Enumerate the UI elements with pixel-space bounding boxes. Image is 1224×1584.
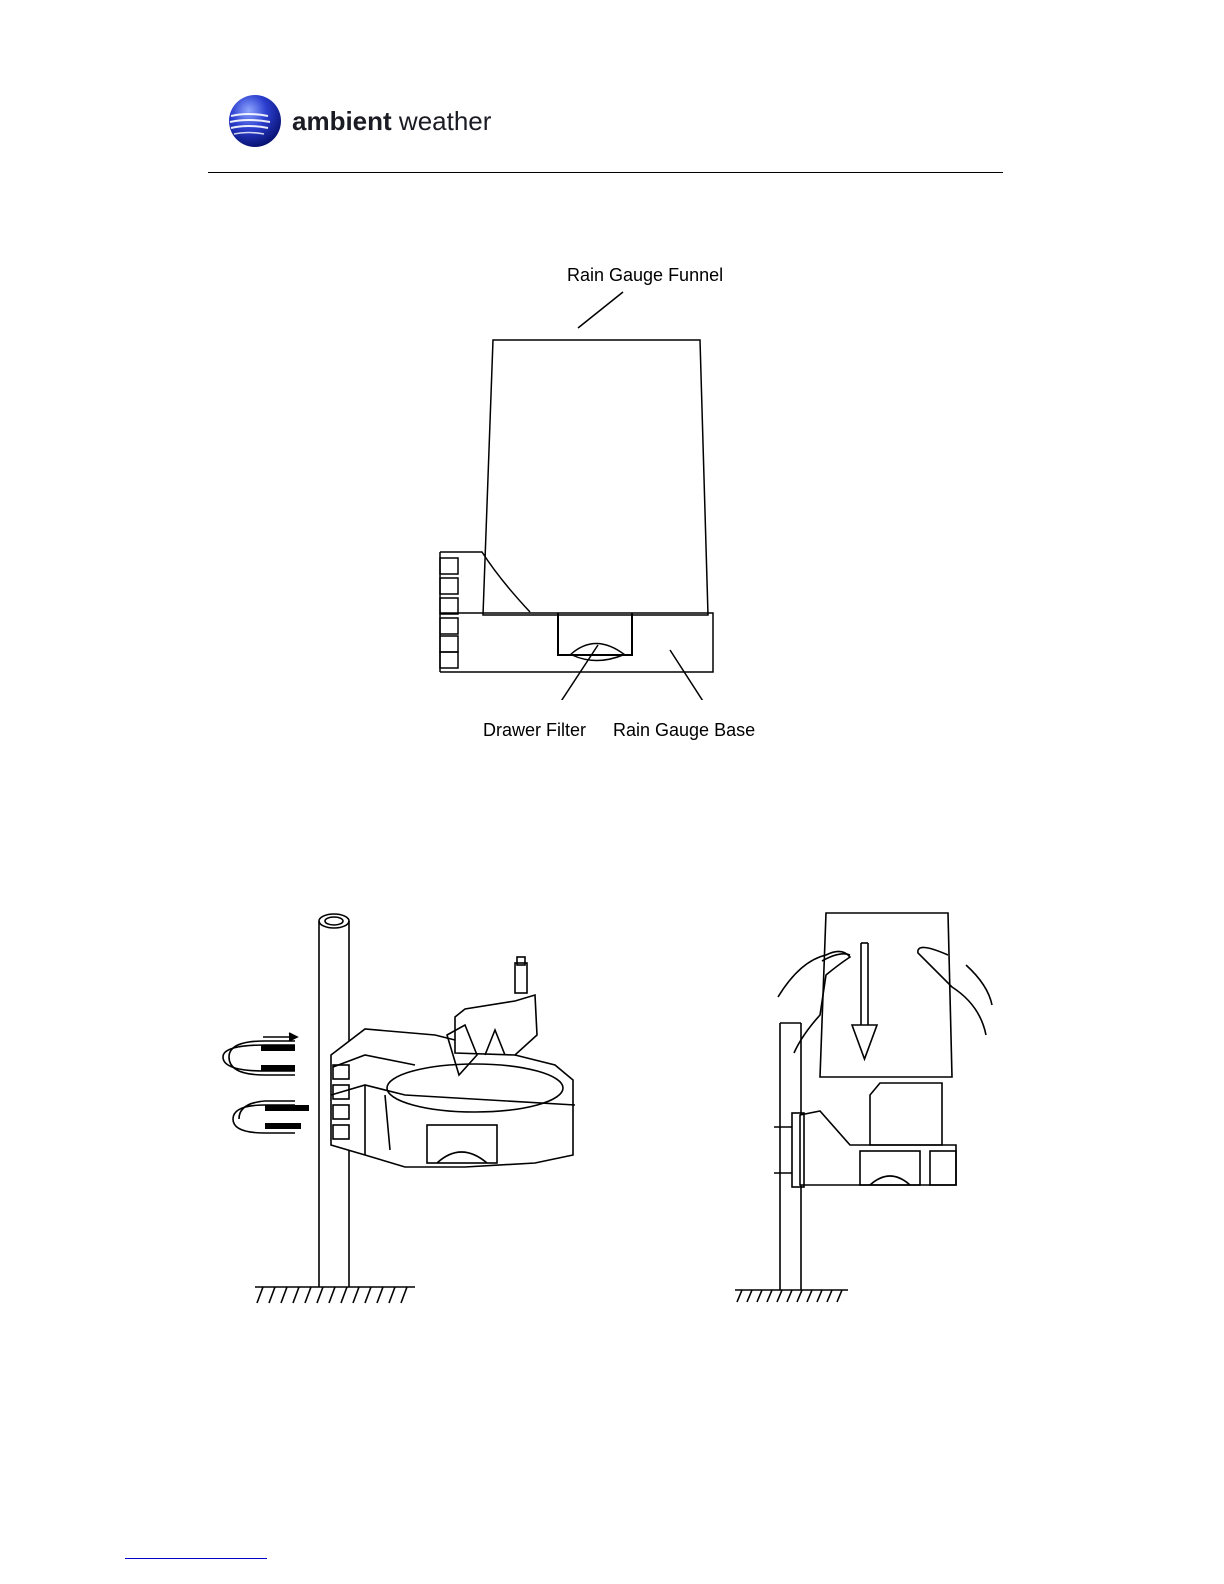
- rain-gauge-diagram: [420, 280, 780, 700]
- logo-light-text: weather: [399, 106, 492, 136]
- header-divider: [208, 172, 1003, 173]
- funnel-leader-line: [578, 292, 623, 328]
- globe-icon: [228, 94, 282, 148]
- mounting-illustration-ubolts: [215, 905, 595, 1315]
- mounting-illustration-funnel: [730, 905, 1000, 1315]
- page-header: ambient weather: [0, 0, 1224, 180]
- label-rain-gauge-base: Rain Gauge Base: [613, 720, 755, 740]
- base-leader-line: [670, 650, 710, 700]
- funnel-outline: [483, 340, 708, 615]
- label-drawer-filter: Drawer Filter: [483, 720, 586, 740]
- funnel-lowering: [820, 913, 952, 1077]
- gauge-base: [440, 613, 713, 672]
- footer-link-underline[interactable]: [125, 1558, 267, 1559]
- logo-bold-text: ambient: [292, 106, 392, 136]
- label-rain-gauge-funnel: Rain Gauge Funnel: [567, 265, 723, 285]
- brand-logo: ambient weather: [228, 94, 528, 150]
- logo-wordmark: ambient weather: [292, 106, 491, 136]
